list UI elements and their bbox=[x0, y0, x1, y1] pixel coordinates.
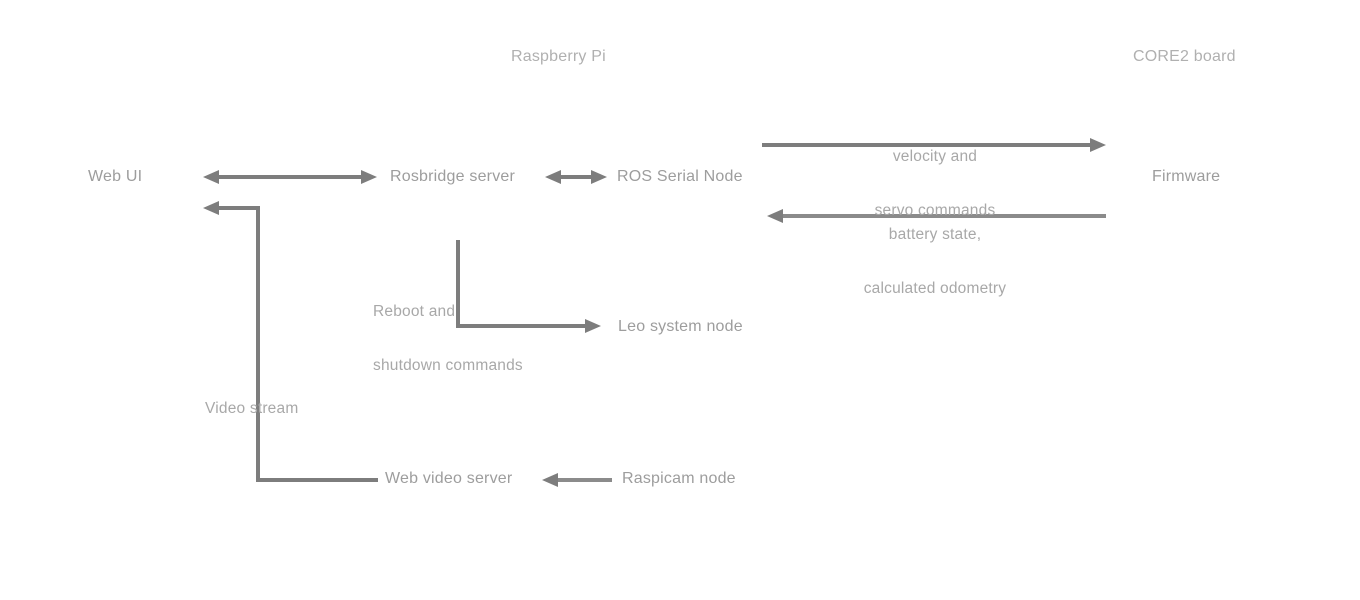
node-firmware[interactable]: Firmware bbox=[1152, 168, 1221, 185]
node-web-video-server[interactable]: Web video server bbox=[385, 470, 513, 487]
edge-label-line: shutdown commands bbox=[373, 357, 523, 375]
edge-label-line: velocity and bbox=[892, 147, 978, 165]
edge-ros-serial-to-firmware bbox=[762, 138, 1106, 152]
group-title-core2-board: CORE2 board bbox=[1133, 48, 1236, 65]
node-rosbridge-server[interactable]: Rosbridge server bbox=[390, 168, 516, 185]
edge-raspicam-to-web-video bbox=[542, 473, 612, 487]
edge-rosbridge-to-ros-serial bbox=[545, 170, 607, 184]
edge-label-line: Reboot and bbox=[373, 302, 456, 320]
edge-label-line: servo commands bbox=[874, 202, 996, 220]
node-web-ui[interactable]: Web UI bbox=[88, 168, 143, 185]
edge-firmware-to-ros-serial bbox=[767, 209, 1106, 223]
node-raspicam-node[interactable]: Raspicam node bbox=[622, 470, 736, 487]
node-leo-system-node[interactable]: Leo system node bbox=[618, 318, 743, 335]
edge-label-video-stream: Video stream bbox=[205, 363, 298, 436]
group-title-raspberry-pi: Raspberry Pi bbox=[511, 48, 606, 65]
node-ros-serial-node[interactable]: ROS Serial Node bbox=[617, 168, 743, 185]
edge-label-line: battery state, bbox=[888, 225, 982, 243]
edge-label-velocity-servo: velocity and servo commands bbox=[835, 111, 1035, 239]
edge-label-battery-odometry: battery state, calculated odometry bbox=[835, 189, 1035, 317]
edge-rosbridge-to-leo-system bbox=[456, 240, 601, 333]
edge-web-ui-to-rosbridge bbox=[203, 170, 377, 184]
edge-web-video-server-to-web-ui bbox=[203, 201, 378, 482]
edge-label-line: Video stream bbox=[205, 399, 299, 417]
edge-label-line: calculated odometry bbox=[863, 280, 1007, 298]
edge-label-reboot-shutdown: Reboot and shutdown commands bbox=[373, 266, 523, 394]
